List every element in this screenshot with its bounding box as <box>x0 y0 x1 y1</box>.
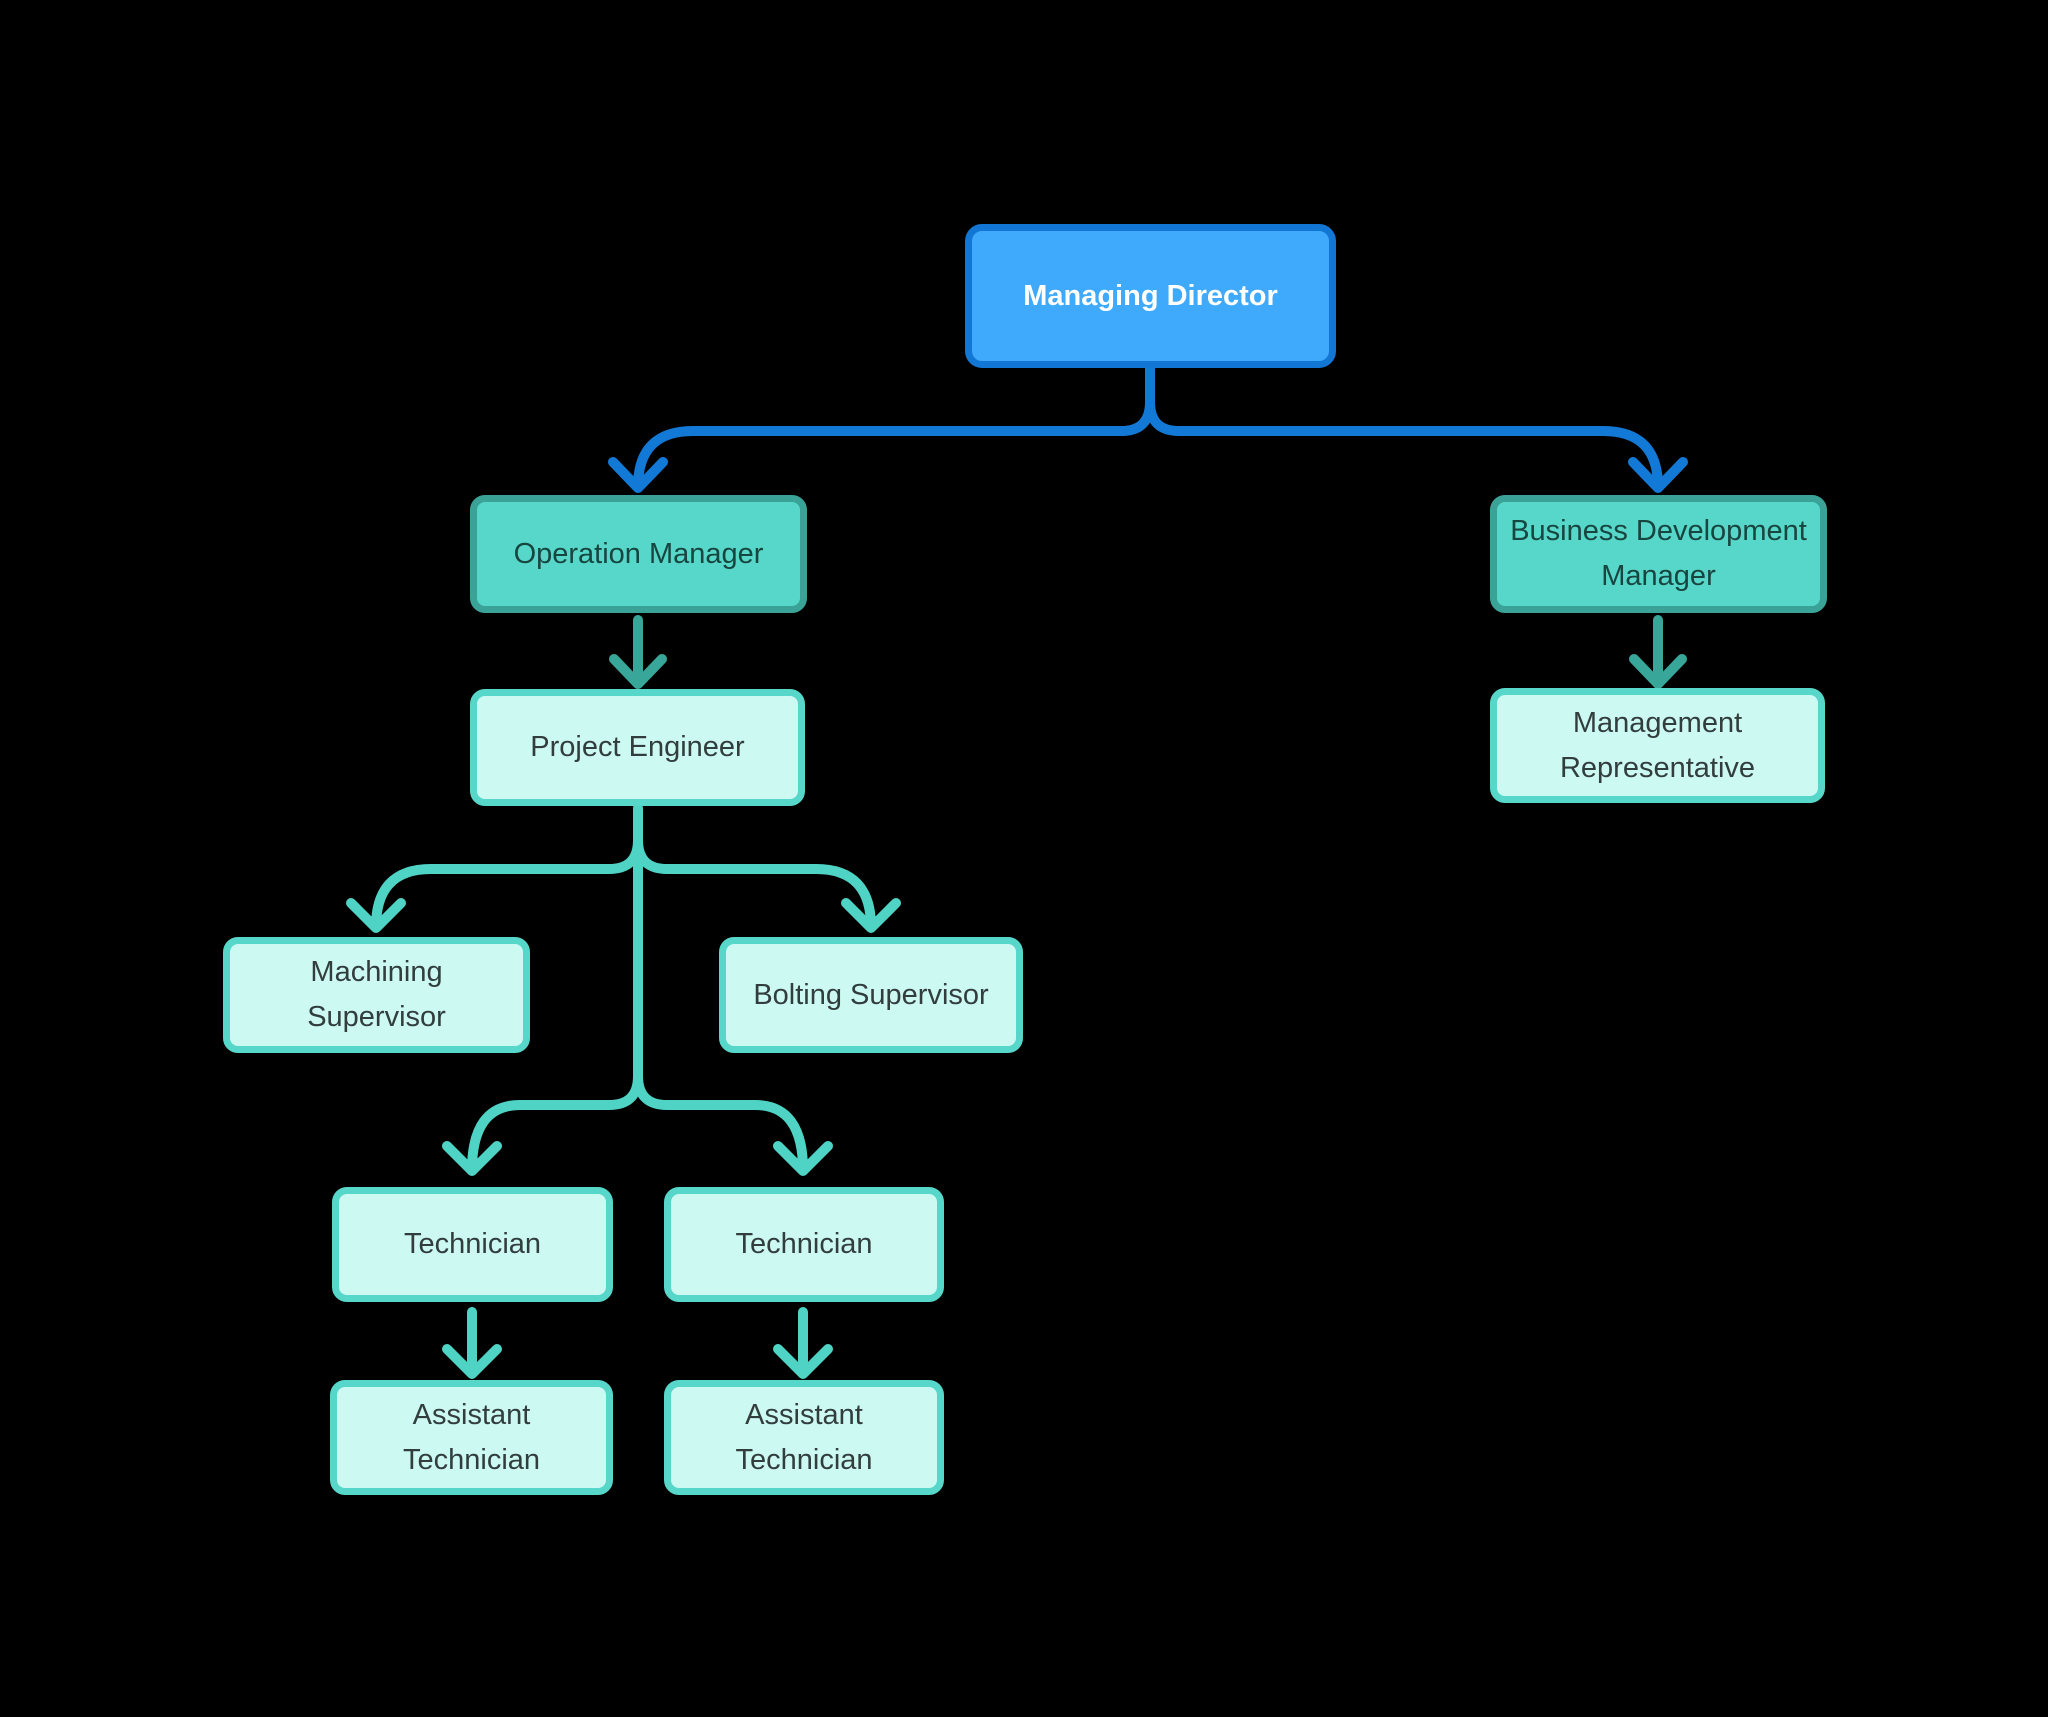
node-technician-1-label: Technician <box>403 1228 542 1260</box>
node-project-engineer[interactable]: Project Engineer <box>470 689 805 806</box>
node-business-development-manager[interactable]: Business Development Manager <box>1490 495 1827 613</box>
node-management-representative-label: Management Representative <box>1559 706 1756 784</box>
connector-business-development-manager-to-management-representative <box>1629 615 1687 689</box>
node-technician-2[interactable]: Technician <box>664 1187 944 1302</box>
node-operation-manager-label: Operation Manager <box>513 537 764 570</box>
node-machining-supervisor-label: Machining Supervisor <box>307 956 446 1033</box>
node-assistant-technician-1[interactable]: Assistant Technician <box>330 1380 613 1495</box>
node-bolting-supervisor-label: Bolting Supervisor <box>753 978 989 1011</box>
connector-project-engineer-to-technician-1 <box>442 1071 643 1176</box>
node-project-engineer-label: Project Engineer <box>530 731 745 763</box>
node-technician-2-label: Technician <box>735 1228 873 1260</box>
node-business-development-manager-label: Business Development Manager <box>1510 515 1807 592</box>
node-technician-1[interactable]: Technician <box>332 1187 613 1302</box>
connector-managing-director-to-business-development-manager <box>1145 364 1688 493</box>
connector-operation-manager-to-project-engineer <box>609 615 667 689</box>
connector-project-engineer-to-technician-2 <box>633 1071 833 1176</box>
node-assistant-technician-2[interactable]: Assistant Technician <box>664 1380 944 1495</box>
connector-project-engineer-to-bolting-supervisor <box>633 835 901 933</box>
node-managing-director-label: Managing Director <box>1023 279 1278 312</box>
connector-project-engineer-to-machining-supervisor <box>346 835 643 933</box>
node-machining-supervisor[interactable]: Machining Supervisor <box>223 937 530 1053</box>
node-bolting-supervisor[interactable]: Bolting Supervisor <box>719 937 1023 1053</box>
connector-managing-director-to-operation-manager <box>608 364 1155 493</box>
connector-technician-1-to-assistant-technician-1 <box>442 1307 502 1379</box>
connector-technician-2-to-assistant-technician-2 <box>773 1307 833 1379</box>
node-assistant-technician-1-label: Assistant Technician <box>402 1398 541 1476</box>
node-management-representative[interactable]: Management Representative <box>1490 688 1825 803</box>
node-managing-director[interactable]: Managing Director <box>965 224 1336 368</box>
node-operation-manager[interactable]: Operation Manager <box>470 495 807 613</box>
node-assistant-technician-2-label: Assistant Technician <box>735 1398 873 1476</box>
